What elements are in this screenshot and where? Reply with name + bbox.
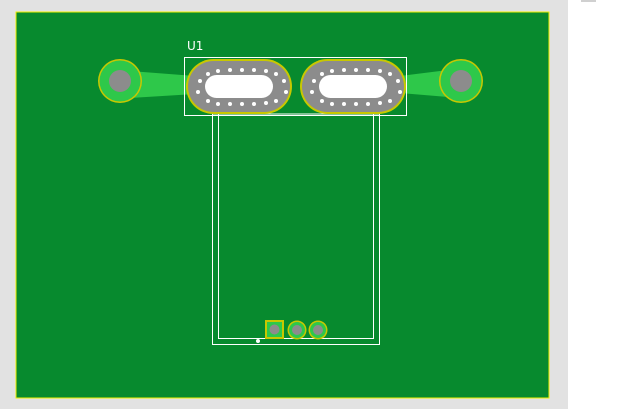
mounting-hole-left	[98, 59, 142, 103]
scroll-indicator[interactable]	[581, 0, 596, 2]
side-panel	[568, 0, 644, 409]
slot-pad-right	[300, 59, 406, 114]
pin-3-round-pad	[308, 320, 328, 340]
pin-2-round-pad	[287, 320, 307, 340]
mounting-hole-right	[439, 59, 483, 103]
slot-pad-left-vias	[196, 68, 288, 106]
slot-pad-left	[186, 59, 292, 114]
pin-1-square-pad	[265, 320, 284, 339]
silkscreen-outline	[184, 57, 407, 345]
pin-1-marker-dot	[256, 339, 260, 343]
trace-right	[400, 70, 448, 97]
slot-pad-right-vias	[310, 68, 402, 106]
trace-left	[130, 71, 195, 98]
pin-header	[256, 320, 328, 343]
component-reference-label: U1	[187, 39, 203, 53]
